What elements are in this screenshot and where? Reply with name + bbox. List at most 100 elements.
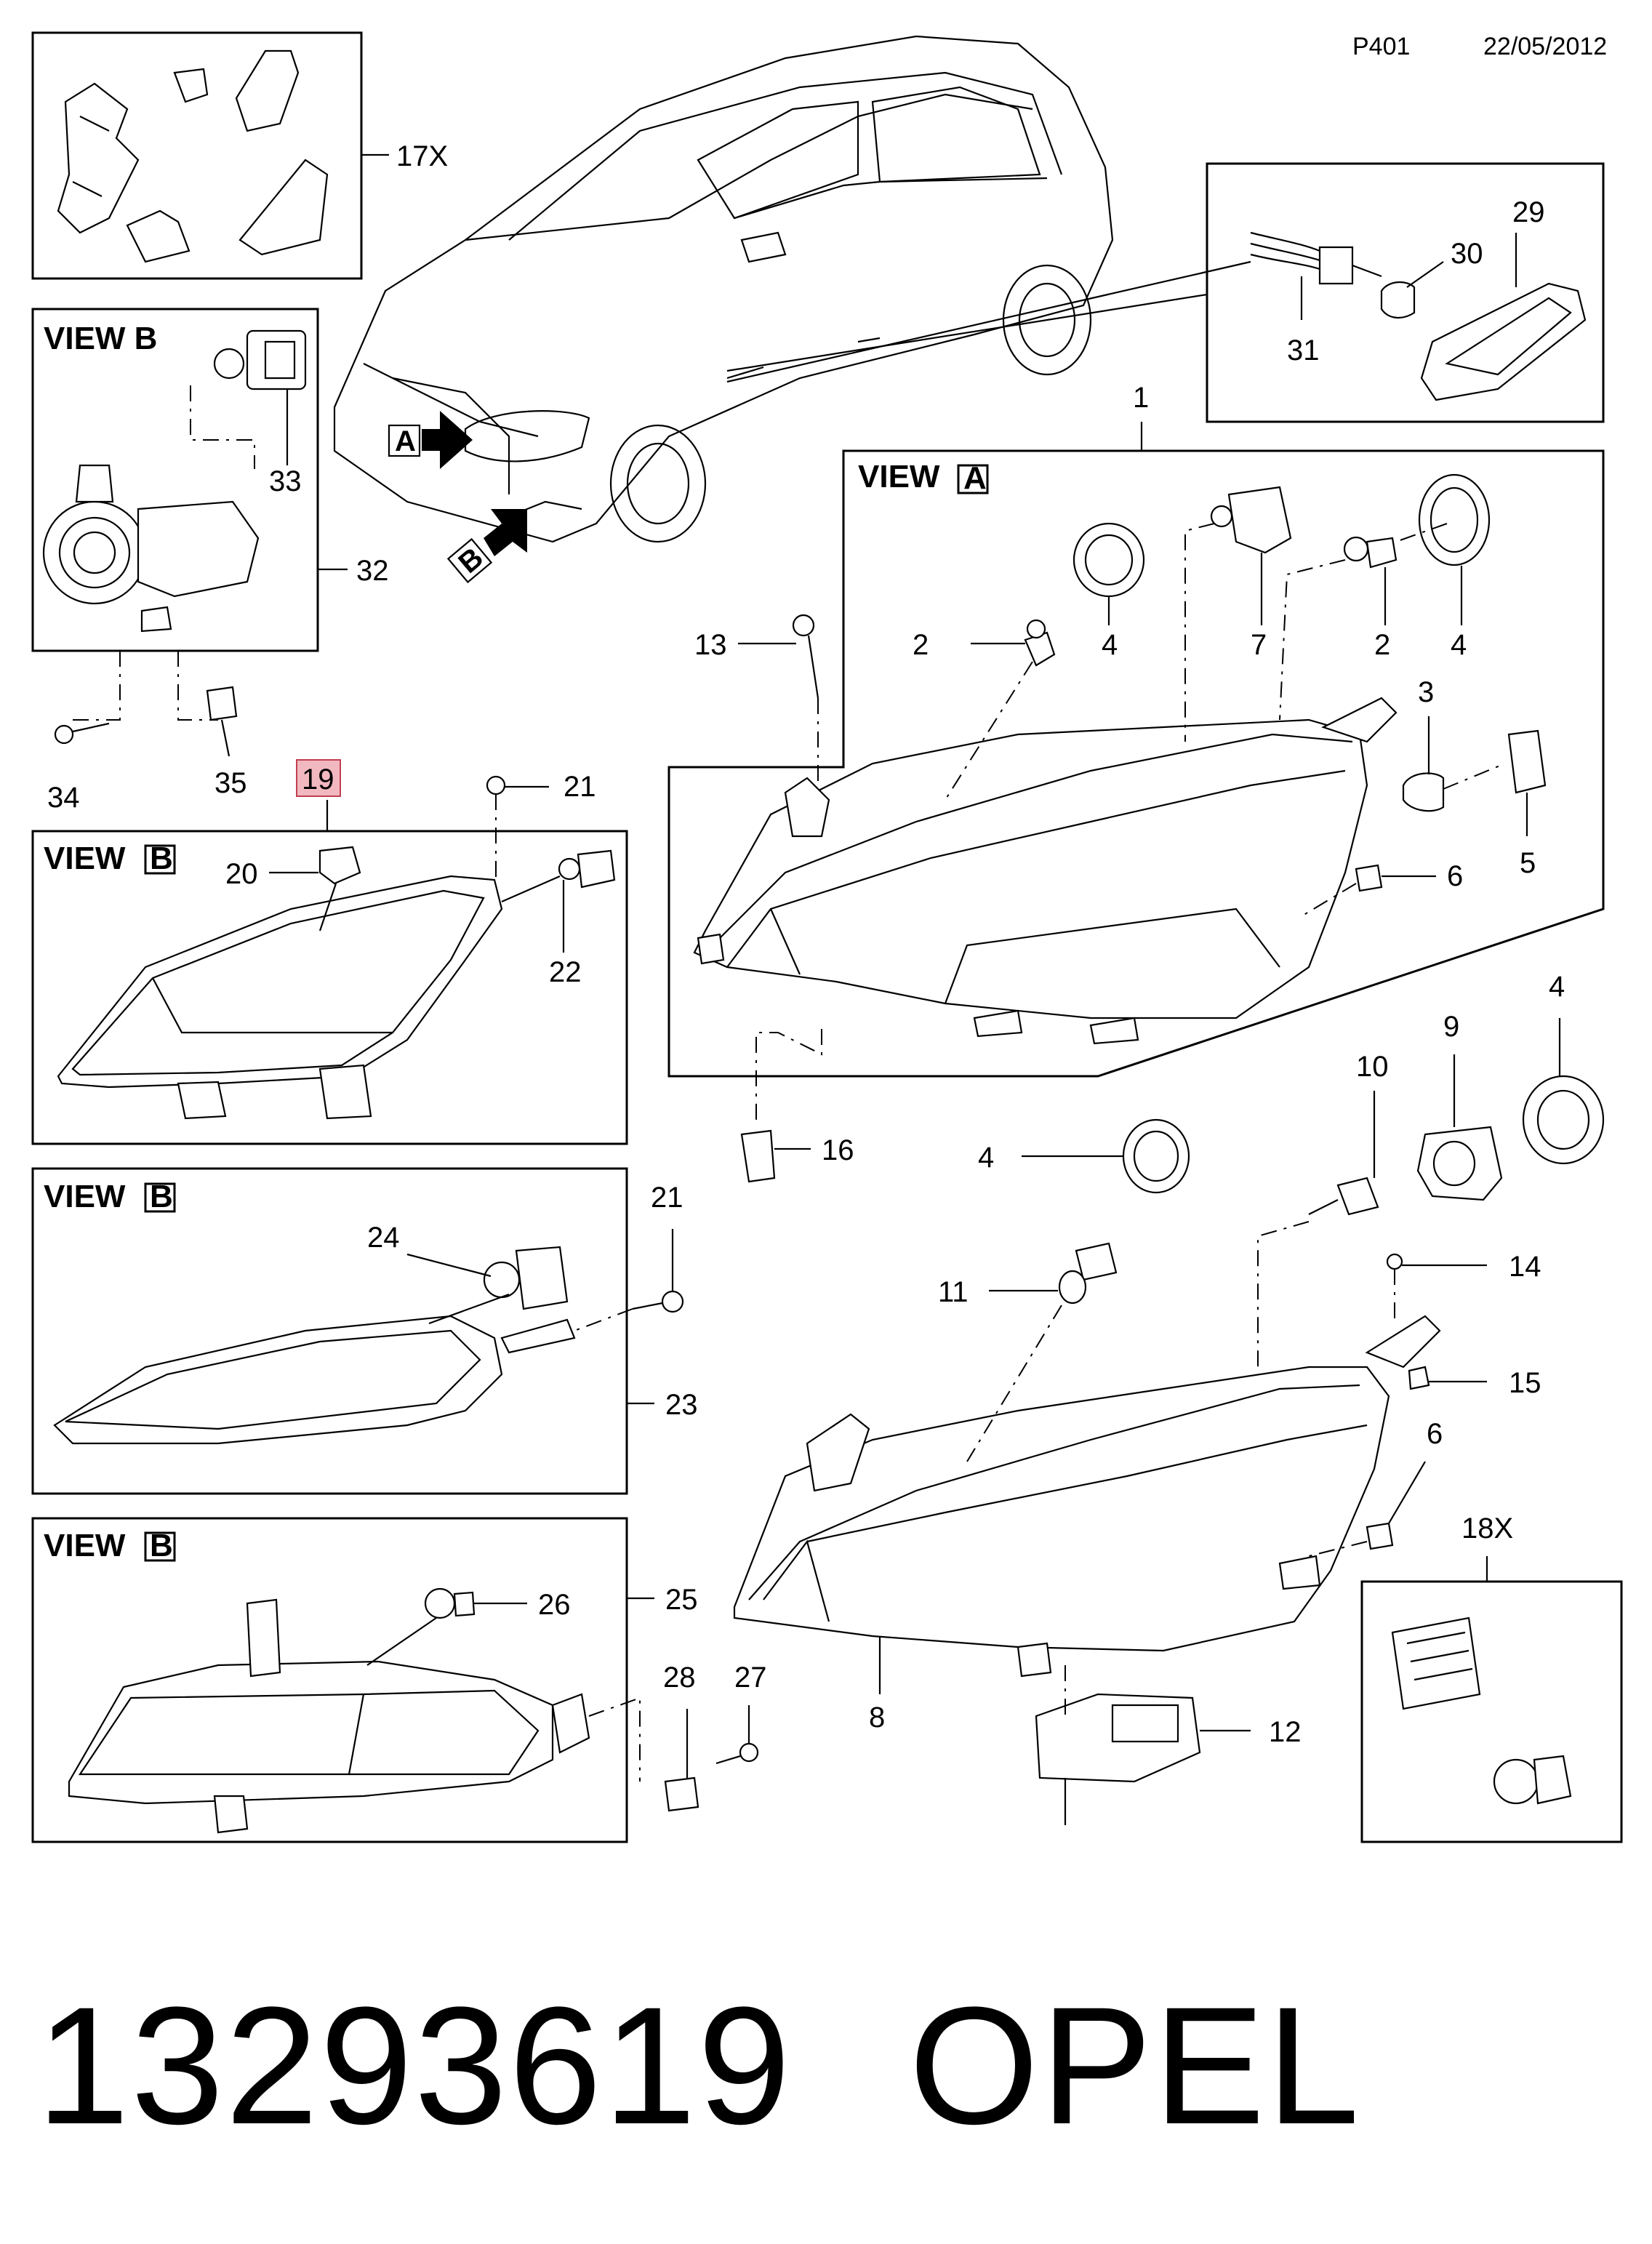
cap-4b: [1418, 473, 1491, 566]
fog-lamp-box: VIEW B 33 32: [31, 308, 389, 652]
drl-view-box: VIEW B 20 22: [31, 830, 628, 1145]
callout-22: 22: [549, 956, 582, 988]
callout-34: 34: [47, 782, 80, 814]
callout-24: 24: [367, 1222, 400, 1254]
bulb-22: [558, 849, 616, 889]
callout-32: 32: [356, 555, 389, 587]
clip-35: [206, 686, 238, 757]
callout-18x: 18X: [1461, 1512, 1513, 1544]
levelling-kit-box: 18X: [1360, 1512, 1623, 1843]
fog-view-title: VIEW: [44, 1528, 126, 1563]
callout-3: 3: [1418, 676, 1434, 708]
callout-15: 15: [1509, 1367, 1541, 1399]
screw-34: [54, 722, 110, 745]
drl-lamp: [57, 875, 503, 1120]
bulb-26: [424, 1587, 476, 1619]
indicator-view-title-letter: B: [150, 1179, 173, 1214]
callout-20: 20: [225, 858, 258, 890]
fog-view-box: VIEW B 26 25: [31, 1517, 698, 1843]
headlamp-assembly-xenon: [733, 1315, 1441, 1678]
side-marker-lamp: [1420, 282, 1587, 401]
fog-lamp-bulb: [213, 329, 307, 390]
callout-4b: 4: [1451, 629, 1467, 661]
callout-14: 14: [1509, 1251, 1541, 1283]
ballast-12: [1035, 1693, 1201, 1783]
callout-19: 19: [302, 764, 334, 796]
callout-10: 10: [1356, 1051, 1389, 1083]
cap-4c: [1122, 1118, 1190, 1194]
socket-7: [1210, 486, 1292, 554]
fog-trim-lamp: [68, 1598, 590, 1834]
callout-2b: 2: [1374, 629, 1390, 661]
callout-13: 13: [694, 629, 727, 661]
callout-26: 26: [538, 1589, 571, 1621]
callout-21a: 21: [564, 771, 596, 803]
clip-28: [664, 1709, 699, 1812]
callout-1: 1: [1133, 382, 1149, 414]
indicator-view-title: VIEW: [44, 1179, 126, 1214]
callout-29: 29: [1512, 196, 1545, 228]
side-marker-bulb: [1380, 281, 1416, 318]
nut-15: [1408, 1366, 1487, 1390]
side-marker-wiring: [1250, 231, 1382, 285]
cap-4d: [1522, 1075, 1605, 1165]
view-a-title: VIEW: [858, 459, 940, 494]
brand-name: OPEL: [909, 1972, 1361, 2159]
callout-16: 16: [822, 1134, 854, 1166]
callout-33: 33: [269, 465, 302, 497]
callout-25: 25: [665, 1584, 698, 1616]
callout-2a: 2: [913, 629, 929, 661]
drl-view-title-letter: B: [150, 841, 173, 876]
highlight-box: [296, 759, 341, 797]
xenon-bulb-10: [1308, 1177, 1379, 1216]
screw-13: [792, 614, 819, 699]
view-a-title-letter: A: [963, 460, 987, 496]
callout-4c: 4: [978, 1142, 994, 1174]
bulb-2a: [1024, 619, 1056, 667]
ring-9: [1416, 1126, 1503, 1201]
bulb-20: [318, 846, 361, 885]
view-b-arrow: B: [446, 509, 527, 584]
callout-19-highlight: 19: [296, 759, 341, 831]
callout-21b: 21: [651, 1182, 683, 1214]
part-number: 13293619: [36, 1972, 792, 2159]
bulb-24: [483, 1246, 569, 1310]
screw-14: [1386, 1253, 1487, 1270]
page-code: P401: [1352, 33, 1410, 60]
levelling-bracket: [1391, 1616, 1481, 1710]
clip-drawings: [57, 49, 329, 263]
bulb-3: [1402, 772, 1445, 812]
indicator-view-box: VIEW B 24 23: [31, 1167, 698, 1495]
diagram-date: 22/05/2012: [1483, 33, 1607, 60]
callout-30: 30: [1451, 238, 1483, 270]
callout-27: 27: [734, 1662, 767, 1694]
view-a-arrow: A: [388, 411, 473, 469]
fog-view-title-letter: B: [150, 1528, 173, 1563]
side-marker-box: 29 30 31: [1206, 162, 1605, 423]
clip-16: [740, 1129, 776, 1183]
view-b-arrow-letter: B: [453, 542, 489, 580]
bulb-11: [1058, 1242, 1118, 1305]
callout-17x: 17X: [396, 140, 448, 172]
clips-kit-box: 17X: [31, 31, 448, 280]
callout-4d: 4: [1549, 971, 1565, 1003]
screw-21a: [486, 775, 549, 796]
clip-6a: [1355, 864, 1383, 892]
view-a-box: VIEW A 1 2 4: [667, 382, 1605, 1078]
screw-21b: [632, 1290, 684, 1313]
levelling-motor: [1493, 1755, 1572, 1805]
callout-12: 12: [1269, 1716, 1302, 1748]
callout-8: 8: [869, 1702, 885, 1734]
callout-6a: 6: [1447, 860, 1463, 892]
view-a-arrow-letter: A: [395, 425, 416, 457]
callout-31: 31: [1287, 334, 1320, 366]
car-sketch: [333, 35, 1114, 543]
bulb-2b: [1343, 536, 1398, 569]
callout-11: 11: [938, 1276, 969, 1308]
callout-4a: 4: [1102, 629, 1118, 661]
fog-lamp-housing: [42, 464, 260, 633]
socket-5: [1507, 729, 1547, 794]
view-b-title: VIEW B: [44, 321, 157, 356]
screw-27: [715, 1705, 759, 1765]
